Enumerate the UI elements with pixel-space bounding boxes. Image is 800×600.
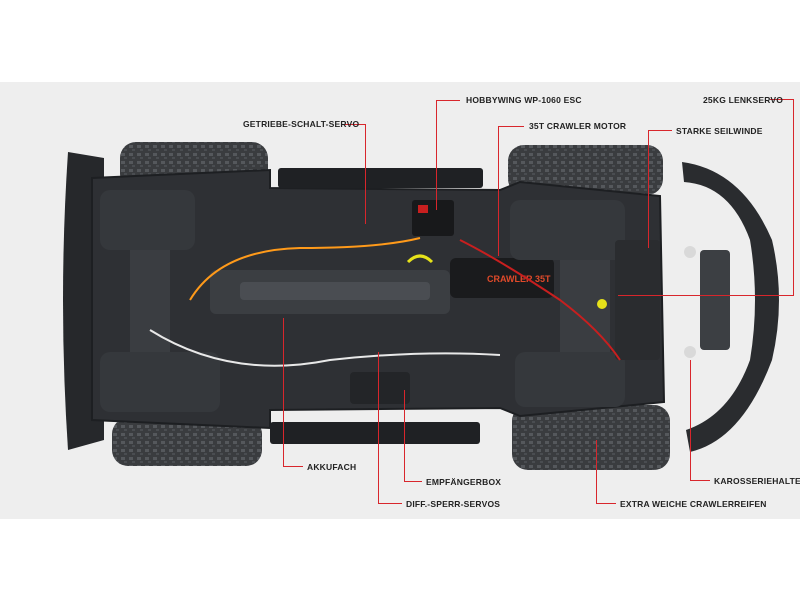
leader-akkufach-v (283, 318, 284, 467)
callout-diff-sperr-servos: DIFF.-SPERR-SERVOS (406, 499, 501, 509)
leader-lenkservo-v (793, 99, 794, 296)
leader-diff-v (378, 352, 379, 504)
esc-switch (418, 205, 428, 213)
leader-empfaenger-v (404, 390, 405, 482)
leader-lenkservo-h (770, 99, 794, 100)
servo-wire-yellow (406, 254, 434, 264)
leader-empfaenger-h (404, 481, 422, 482)
leader-lenkservo-h2 (618, 295, 794, 296)
side-step-bottom (270, 422, 480, 444)
motor-can (450, 258, 554, 298)
receiver-box (350, 372, 410, 404)
callout-akkufach: AKKUFACH (307, 462, 357, 472)
battery-strap (240, 282, 430, 300)
front-bumper-plate (700, 250, 730, 350)
callout-hobbywing-esc: HOBBYWING WP-1060 ESC (466, 95, 582, 105)
tire-front-right (508, 145, 663, 195)
motor-label-text: CRAWLER 35T (487, 274, 551, 284)
callout-seilwinde: STARKE SEILWINDE (676, 126, 763, 136)
leader-akkufach-h (283, 466, 303, 467)
callout-karosseriehalter: KAROSSERIEHALTER (714, 476, 800, 486)
front-gearbox (510, 200, 625, 260)
front-axle (560, 230, 610, 370)
leader-karosserie-h (690, 480, 710, 481)
leader-seilwinde-h (648, 130, 672, 131)
callout-crawlerreifen: EXTRA WEICHE CRAWLERREIFEN (620, 499, 767, 509)
servo-wire-orange (189, 237, 421, 301)
tire-rear-right (512, 405, 670, 470)
servo-wire-white (149, 329, 501, 367)
leader-getriebe-h (343, 124, 366, 125)
tire-rear-left (112, 418, 262, 466)
side-step-top (278, 168, 483, 188)
winch-led (597, 299, 607, 309)
winch-mount (615, 240, 660, 360)
front-bumper (682, 162, 779, 452)
leader-getriebe-v (365, 124, 366, 224)
callout-empfaengerbox: EMPFÄNGERBOX (426, 477, 502, 487)
callout-crawler-motor: 35T CRAWLER MOTOR (529, 121, 627, 131)
callout-lenkservo: 25KG LENKSERVO (703, 95, 784, 105)
rear-gearbox-2 (100, 352, 220, 412)
leader-esc-h (436, 100, 460, 101)
leader-reifen-v (596, 440, 597, 504)
leader-esc-v (436, 100, 437, 210)
front-gearbox-2 (515, 352, 625, 407)
body-mount-post (684, 346, 696, 358)
leader-seilwinde-v (648, 130, 649, 248)
body-mount-post-2 (684, 246, 696, 258)
leader-motor-v (498, 126, 499, 256)
servo-wire-red (459, 239, 621, 361)
callout-getriebe-schalt-servo: GETRIEBE-SCHALT-SERVO (243, 119, 360, 129)
leader-diff-h (378, 503, 402, 504)
leader-reifen-h (596, 503, 616, 504)
rear-gearbox (100, 190, 195, 250)
rear-axle (130, 230, 170, 370)
leader-karosserie-v (690, 360, 691, 481)
leader-motor-h (498, 126, 524, 127)
